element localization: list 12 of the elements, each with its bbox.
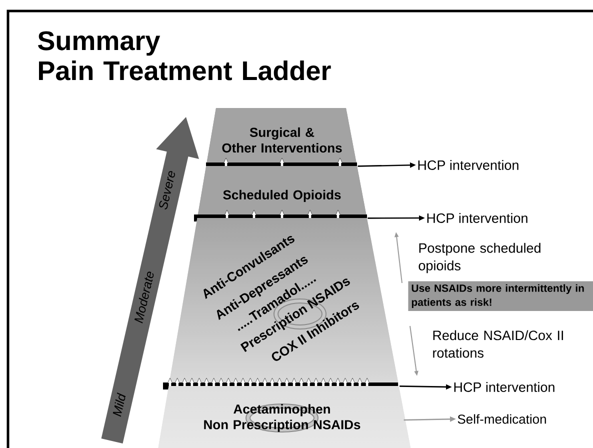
annotation-text: Self-medication [458, 414, 546, 424]
note-text: Postpone scheduled opioids [418, 242, 540, 274]
ladder-step: Acetaminophen Non Prescription NSAIDs [158, 386, 411, 448]
scale-label: Moderate [134, 272, 154, 324]
annotation-text: HCP intervention [454, 382, 554, 392]
scale-label: Mild [112, 392, 126, 417]
note-text: Reduce NSAID/Cox II rotations [433, 330, 563, 358]
scale-label: Severe [159, 171, 175, 210]
title: Summary Pain Treatment Ladder [38, 31, 331, 80]
warning-box: Use NSAIDs more intermittently in patients as risk! [408, 281, 593, 311]
annotation-text: HCP intervention [427, 213, 528, 223]
annotation-text: HCP intervention [418, 160, 518, 170]
